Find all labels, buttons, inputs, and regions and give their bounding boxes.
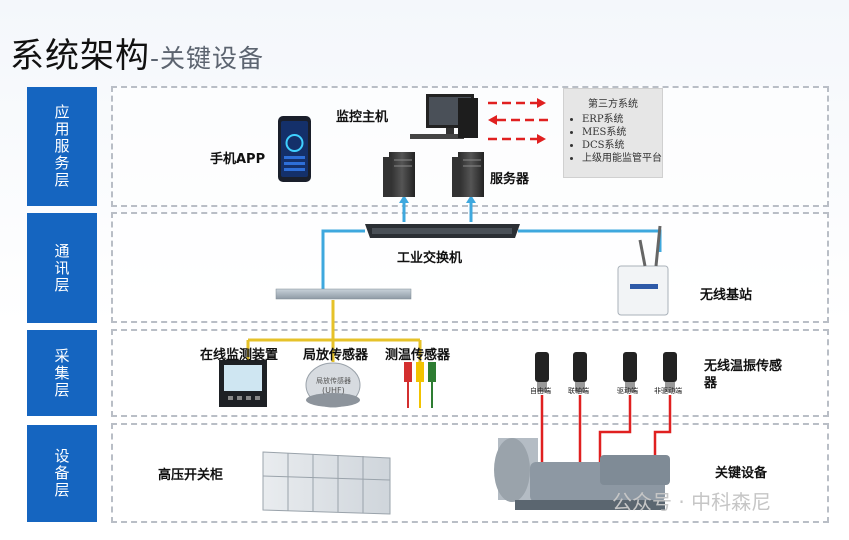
comm-lines (321, 196, 662, 289)
phone-app-label: 手机APP (210, 152, 266, 167)
industrial-switch-label: 工业交换机 (397, 251, 463, 266)
title-main: 系统架构 (10, 36, 150, 76)
third-party-item: 上级用能监管平台 (582, 152, 662, 165)
pd-sensor-code-label: (UHF) (322, 386, 345, 395)
layer-box-equipment (111, 423, 829, 523)
wireless-sensor-label: 无线温振传感器 (704, 359, 783, 391)
pd-sensor-face-label: 局放传感器 (316, 377, 351, 385)
industrial-switch-icon (365, 224, 520, 238)
switchgear-icon (262, 451, 391, 515)
layer-label-equipment: 设备层 (27, 425, 97, 522)
online-monitor-label: 在线监测装置 (200, 348, 279, 363)
switchgear-label: 高压开关柜 (158, 468, 224, 483)
online-monitor-icon (219, 360, 267, 407)
server-label: 服务器 (490, 172, 530, 187)
sensor-tag: 联轴端 (568, 387, 589, 395)
layer-label-acquisition: 采集层 (27, 330, 97, 416)
third-party-item: DCS系统 (582, 139, 656, 152)
collect-lines (246, 300, 422, 362)
title-sub: -关键设备 (150, 44, 265, 73)
layer-label-communication: 通讯层 (27, 213, 97, 323)
third-party-box: 第三方系统 ERP系统 MES系统 DCS系统 上级用能监管平台 (563, 88, 663, 178)
temp-sensor-label: 测温传感器 (385, 348, 451, 363)
phone-icon (278, 116, 311, 182)
page-title: 系统架构-关键设备 (10, 28, 264, 77)
watermark-text: 公众号 · 中科森尼 (612, 490, 772, 514)
server-icon-2 (452, 152, 484, 197)
third-party-item: ERP系统 (582, 113, 656, 126)
sensor-tag: 非驱动端 (654, 387, 682, 395)
key-equipment-icon (494, 438, 670, 510)
third-party-item: MES系统 (582, 126, 656, 139)
wireless-base-icon (617, 225, 669, 316)
third-party-arrowheads (488, 98, 546, 144)
pd-sensor-icon (305, 362, 361, 408)
layer-label-application: 应用服务层 (27, 87, 97, 206)
wireless-sensor-icons (535, 352, 677, 392)
sensor-tag: 自由端 (530, 387, 551, 395)
sensor-tag: 驱动端 (617, 387, 638, 395)
monitor-host-label: 监控主机 (336, 110, 389, 125)
monitor-host-icon (410, 94, 478, 139)
pd-sensor-label: 局放传感器 (303, 348, 369, 363)
wireless-base-label: 无线基站 (700, 288, 753, 303)
key-equipment-label: 关键设备 (715, 466, 768, 481)
server-link-arrows (399, 195, 476, 203)
sensor-lines (540, 395, 672, 470)
third-party-arrows (488, 101, 548, 141)
server-icon-1 (383, 152, 415, 197)
temp-sensor-icon (404, 362, 436, 408)
gateway-strip-icon (275, 288, 412, 300)
third-party-title: 第三方系统 (588, 99, 638, 110)
